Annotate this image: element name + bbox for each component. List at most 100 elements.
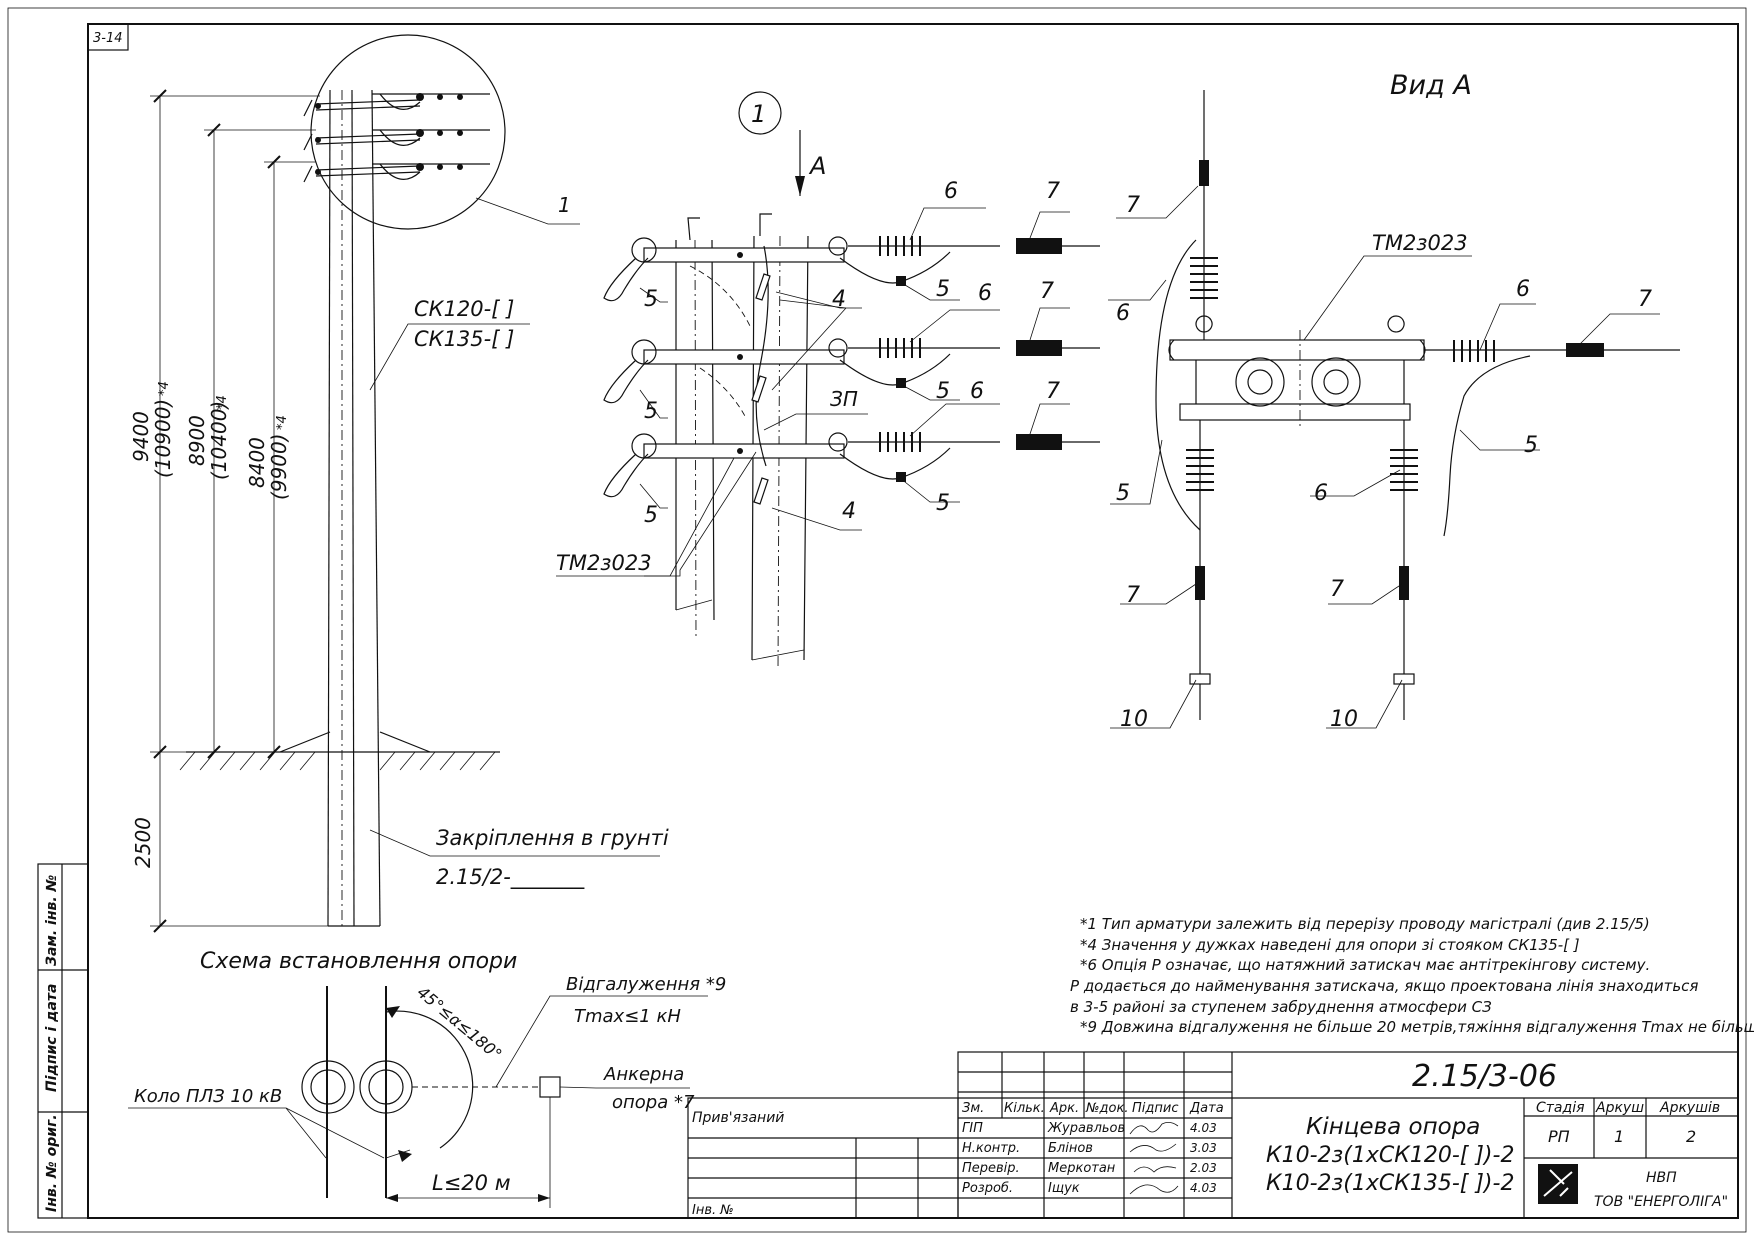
view-label-10a: 10 [1120,707,1148,732]
role-perevir: Перевір. [962,1161,1020,1176]
detail-label-6c: 6 [970,379,984,404]
hdr-ndok: №док. [1085,1101,1128,1116]
name-rozrob: Іщук [1048,1181,1080,1196]
dim-10900: (10900) [151,399,175,478]
detail-circle-1 [310,34,506,230]
role-nkontr: Н.контр. [962,1141,1020,1156]
pole-type-2: СК135-[ ] [414,327,514,351]
sheets-header: Аркушів [1659,1100,1720,1116]
role-rozrob: Розроб. [962,1181,1013,1196]
view-label-6b: 6 [1314,481,1328,506]
org-name-2: ТОВ "ЕНЕРГОЛІГА" [1594,1194,1728,1210]
corner-tag-box [87,23,129,51]
detail-label-5c: 5 [644,503,658,528]
title-line-2: К10-2з(1хСК120-[ ])-2 [1266,1143,1514,1168]
inv-zam-label: Зам. інв. № [44,874,60,966]
title-line-3: К10-2з(1хСК135-[ ])-2 [1266,1171,1514,1196]
detail-label-4b: 4 [842,499,856,524]
pole-type-1: СК120-[ ] [414,297,514,321]
detail-label-7c: 7 [1046,379,1060,404]
stage-header: Стадія [1536,1100,1585,1116]
stage-value: РП [1548,1127,1570,1146]
title-block: Прив'язаний Інв. № 2.15/3-06 [687,1051,1739,1219]
detail-label-5a: 5 [644,287,658,312]
signatures [1129,1122,1179,1195]
date-rozrob: 4.03 [1190,1181,1217,1195]
scheme-line-label: Коло ПЛЗ 10 кВ [134,1086,282,1107]
scheme-branch: Відгалуження *9 [566,974,726,995]
detail-1: 1 А [556,91,1100,671]
dim-8400: 8400 [245,437,269,488]
inner-frame [87,23,1739,1219]
inv-orig-label: Інв. № ориг. [44,1114,60,1212]
detail-zp-label: ЗП [830,387,858,411]
scheme-anchor-2: опора *7 [612,1092,695,1113]
arrow-a-label: А [808,152,826,180]
sign-date-label: Підпис і дата [44,984,60,1092]
detail-label-6a: 6 [944,179,958,204]
hdr-ark: Арк. [1049,1101,1079,1116]
attached-label: Прив'язаний [692,1110,784,1126]
corner-tag: 3-14 [93,31,123,46]
note-5: в 3-5 районі за ступенем забруднення атм… [1070,998,1492,1016]
view-label-5a: 5 [1116,481,1130,506]
note-3: *6 Опція P означає, що натяжний затискач… [1080,956,1650,974]
note-2: *4 Значення у дужках наведені для опори … [1080,936,1580,954]
scheme-title: Схема встановлення опори [200,949,517,974]
sheets-value: 2 [1686,1127,1696,1146]
detail-label-5b: 5 [644,399,658,424]
view-label-7c: 7 [1330,577,1344,602]
star-4-b: *4 [215,395,230,410]
dim-8900: 8900 [185,415,209,466]
detail-label-7b: 7 [1040,279,1054,304]
dim-10400: (10400) [207,401,231,480]
outer-border [7,7,1747,1233]
view-traverse-label: ТМ2з023 [1372,231,1468,255]
view-label-10b: 10 [1330,707,1358,732]
ground-fix-label: Закріплення в грунті [436,826,669,850]
pole-elevation: 1 9400 (10900) [129,34,669,933]
detail-label-6b: 6 [978,281,992,306]
hdr-pidpys: Підпис [1132,1101,1178,1116]
star-4-a: *4 [157,381,172,396]
inv-no-label: Інв. № [692,1203,734,1218]
detail-label-4a: 4 [832,287,846,312]
detail-label-5f: 5 [936,491,950,516]
dim-2500: 2500 [131,817,155,868]
scheme-length: L≤20 м [432,1171,511,1195]
view-label-6a: 6 [1116,301,1130,326]
hdr-kilk: Кільк. [1004,1101,1045,1116]
view-a: Вид А [1108,70,1680,732]
detail-label-5d: 5 [936,277,950,302]
ground-fix-ref: 2.15/2-_______ [436,865,585,890]
installation-scheme: Схема встановлення опори 45°≤α≤180° Відг… [128,949,726,1208]
hdr-zm: Зм. [962,1101,984,1116]
view-label-6c: 6 [1516,277,1530,302]
date-perevir: 2.03 [1190,1161,1217,1175]
note-1: *1 Тип арматури залежить від перерізу пр… [1080,915,1650,933]
date-nkontr: 3.03 [1190,1141,1217,1155]
detail-label-7a: 7 [1046,179,1060,204]
view-label-7d: 7 [1638,287,1652,312]
title-line-1: Кінцева опора [1306,1114,1480,1140]
detail-number: 1 [751,100,766,128]
side-stamp: Зам. інв. № Підпис і дата Інв. № ориг. [37,863,89,1219]
dim-9400: 9400 [129,411,153,462]
name-perevir: Меркотан [1048,1161,1116,1176]
detail-number-circle [738,91,782,135]
note-4: P додається до найменування затискача, я… [1070,977,1698,995]
sheet-header: Аркуш [1595,1100,1644,1116]
note-6: *9 Довжина відгалуження не більше 20 мет… [1080,1018,1754,1036]
view-label-7b: 7 [1126,583,1140,608]
view-a-title: Вид А [1390,70,1472,101]
hdr-data: Дата [1189,1101,1224,1116]
drawing-number: 2.15/3-06 [1412,1059,1557,1094]
scheme-anchor-1: Анкерна [603,1064,684,1085]
star-4-c: *4 [275,415,290,430]
date-gip: 4.03 [1190,1121,1217,1135]
notes: *1 Тип арматури залежить від перерізу пр… [1070,915,1754,1036]
view-label-7a: 7 [1126,193,1140,218]
scheme-tmax: Tmax≤1 кН [574,1006,681,1027]
callout-1: 1 [558,193,571,217]
